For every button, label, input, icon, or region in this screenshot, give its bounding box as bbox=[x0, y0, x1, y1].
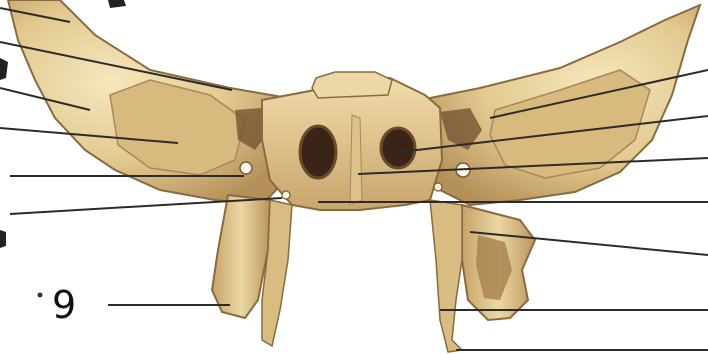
right-pterygoid-canal bbox=[434, 183, 442, 191]
cropped-label-fragment bbox=[0, 58, 8, 248]
left-foramen-rotundum bbox=[240, 162, 252, 174]
cropped-label-fragment-top bbox=[108, 0, 126, 8]
left-sphenoid-sinus bbox=[300, 126, 336, 178]
label-number-9: 9 bbox=[52, 283, 76, 327]
right-sphenoid-sinus bbox=[381, 128, 415, 168]
sphenoid-crest bbox=[350, 115, 362, 205]
left-pterygoid-canal bbox=[282, 191, 290, 199]
right-medial-pterygoid-plate bbox=[430, 200, 462, 352]
label-bullet bbox=[38, 293, 43, 298]
dorsum-sellae bbox=[312, 72, 392, 98]
